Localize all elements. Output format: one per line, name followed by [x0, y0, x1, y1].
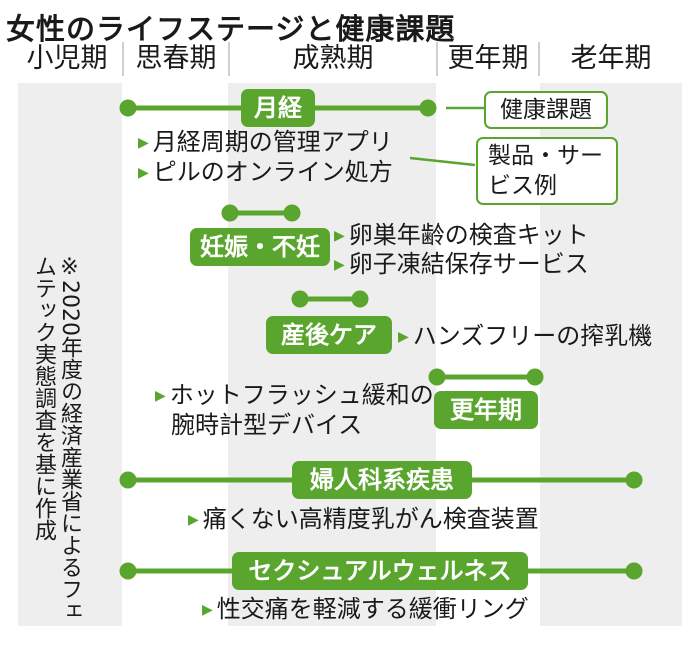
- span-end-dot: [221, 204, 239, 222]
- legend-connector: [409, 156, 476, 167]
- span-end-dot: [526, 368, 544, 386]
- topic-pregnancy-label: 妊娠・不妊: [190, 228, 330, 266]
- span-end-dot: [625, 562, 643, 580]
- triangle-icon: ▶: [138, 165, 149, 181]
- span-end-dot: [351, 290, 369, 308]
- span-end-dot: [625, 471, 643, 489]
- span-end-dot: [419, 99, 437, 117]
- stage-divider: [228, 42, 230, 76]
- page-title: 女性のライフステージと健康課題: [6, 12, 456, 46]
- topic-postpartum-label: 産後ケア: [266, 316, 392, 354]
- span-end-dot: [119, 99, 137, 117]
- topic-menopause-label: 更年期: [434, 391, 538, 429]
- triangle-icon: ▶: [138, 135, 149, 151]
- legend-products: 製品・サービス例: [476, 137, 618, 205]
- product-item: ▶ホットフラッシュ緩和の: [155, 381, 434, 409]
- stage-senescence: 老年期: [570, 43, 652, 74]
- source-note: ※2020年度の経済産業省によるフェムテック実態調査を基に作成: [31, 255, 82, 622]
- span-end-dot: [119, 562, 137, 580]
- triangle-icon: ▶: [334, 228, 345, 244]
- band-maturity: [228, 83, 436, 626]
- span-end-dot: [291, 290, 309, 308]
- triangle-icon: ▶: [188, 512, 199, 528]
- stage-divider: [538, 42, 540, 76]
- band-childhood: [18, 83, 122, 626]
- triangle-icon: ▶: [202, 602, 213, 618]
- product-item-continuation: 腕時計型デバイス: [171, 411, 363, 439]
- product-item: ▶月経周期の管理アプリ: [138, 128, 393, 156]
- product-item: ▶ピルのオンライン処方: [138, 158, 393, 186]
- stage-divider: [436, 42, 438, 76]
- legend-issue: 健康課題: [484, 91, 608, 129]
- stage-divider: [122, 42, 124, 76]
- stage-maturity: 成熟期: [292, 43, 374, 74]
- triangle-icon: ▶: [398, 329, 409, 345]
- topic-menstruation-label: 月経: [241, 89, 315, 127]
- product-item: ▶性交痛を軽減する緩衝リング: [202, 595, 529, 623]
- product-item: ▶卵巣年齢の検査キット: [334, 221, 589, 249]
- topic-gyn-disease-label: 婦人科系疾患: [292, 461, 472, 499]
- product-item: ▶卵子凍結保存サービス: [334, 250, 589, 278]
- triangle-icon: ▶: [334, 257, 345, 273]
- span-end-dot: [119, 471, 137, 489]
- triangle-icon: ▶: [155, 388, 166, 404]
- topic-wellness-label: セクシュアルウェルネス: [232, 552, 528, 590]
- span-end-dot: [428, 368, 446, 386]
- stage-puberty: 思春期: [135, 43, 217, 74]
- span-end-dot: [283, 204, 301, 222]
- product-item: ▶痛くない高精度乳がん検査装置: [188, 505, 539, 533]
- stage-menopause: 更年期: [447, 43, 529, 74]
- stage-childhood: 小児期: [26, 43, 108, 74]
- stage-header: 小児期 思春期 成熟期 更年期 老年期: [12, 40, 682, 78]
- product-item: ▶ハンズフリーの搾乳機: [398, 322, 653, 350]
